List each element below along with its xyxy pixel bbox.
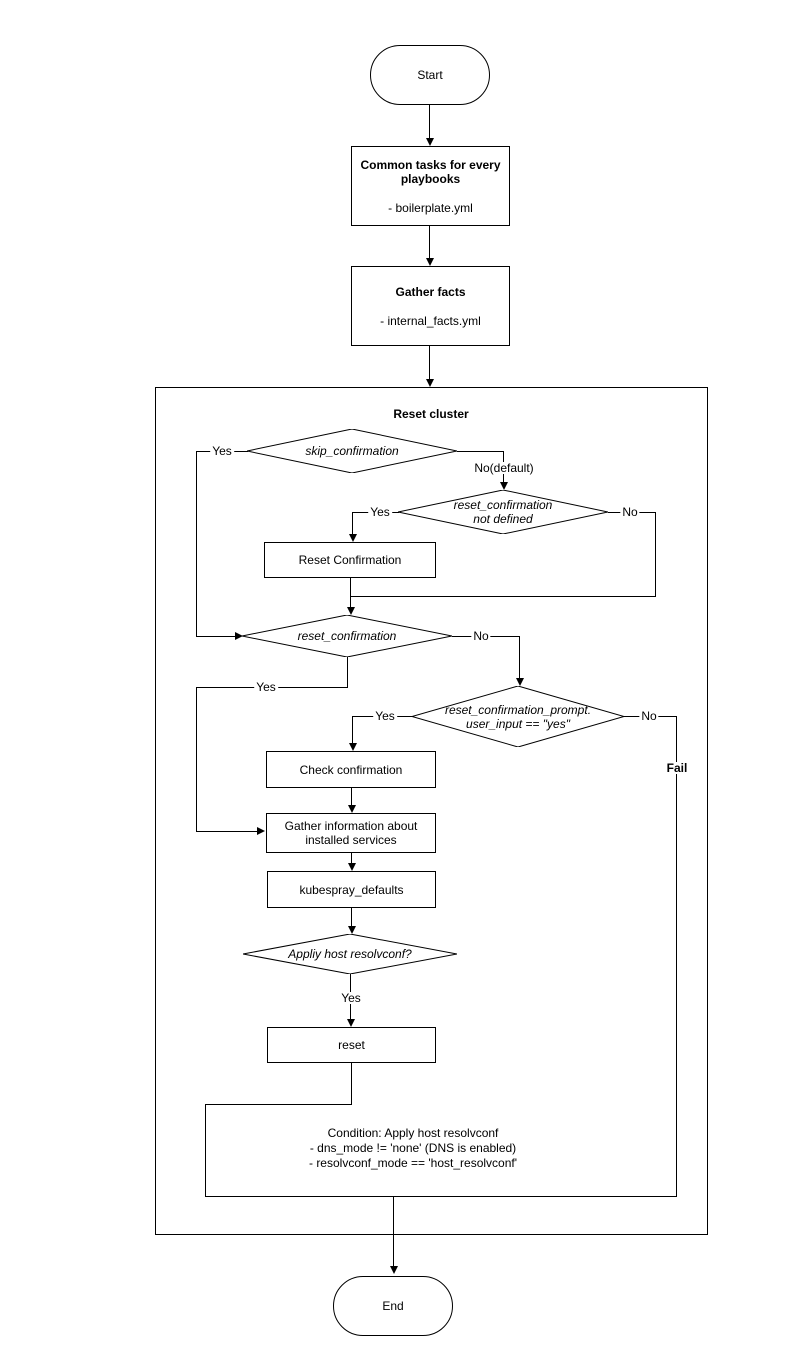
reset-confirmation-diamond-label: reset_confirmation — [297, 629, 397, 643]
connector-gatherinfo-kubespray — [351, 853, 352, 864]
edge-label-notdefined-no: No — [620, 505, 640, 519]
arrowhead-icon — [235, 632, 243, 640]
common-tasks-item: - boilerplate.yml — [388, 200, 473, 215]
gather-info-line2: installed services — [305, 833, 397, 847]
arrowhead-icon — [348, 926, 356, 934]
reset-cluster-group — [155, 387, 708, 1235]
connector-kubespray-apply — [351, 908, 352, 927]
connector-rc-yes — [196, 687, 197, 832]
arrowhead-icon — [426, 138, 434, 146]
gather-facts-title: Gather facts — [395, 284, 466, 299]
connector-prompt-yes — [352, 716, 353, 744]
check-confirmation-node: Check confirmation — [266, 751, 436, 788]
connector-notdefined-no — [350, 596, 656, 597]
arrowhead-icon — [516, 678, 524, 686]
edge-label-prompt-no: No — [639, 709, 659, 723]
apply-resolvconf-diamond — [243, 934, 457, 974]
condition-line2: - dns_mode != 'none' (DNS is enabled) — [309, 1141, 517, 1155]
common-tasks-title: Common tasks for every playbooks — [360, 157, 501, 186]
edge-label-prompt-yes: Yes — [373, 709, 397, 723]
connector-prompt-no-fail — [676, 716, 677, 1197]
kubespray-defaults-node: kubespray_defaults — [267, 871, 436, 908]
gather-facts-item: - internal_facts.yml — [380, 313, 481, 328]
connector-skip-yes — [196, 636, 236, 637]
condition-line1: Condition: Apply host resolvconf — [327, 1126, 499, 1140]
end-label: End — [382, 1299, 404, 1313]
reset-confirmation-box-label: Reset Confirmation — [298, 553, 402, 567]
arrowhead-icon — [348, 805, 356, 813]
arrowhead-icon — [347, 607, 355, 615]
connector-resetconf-down — [350, 578, 351, 608]
prompt-line1: reset_confirmation_prompt. — [444, 702, 592, 717]
connector-bottom-merge — [205, 1196, 677, 1197]
reset-confirmation-not-defined-label: reset_confirmation not defined — [398, 490, 608, 534]
arrowhead-icon — [426, 379, 434, 387]
connector-notdefined-no — [655, 512, 656, 597]
arrowhead-icon — [426, 258, 434, 266]
start-label: Start — [417, 68, 443, 82]
connector-reset-out — [205, 1104, 206, 1197]
connector-reset-out — [205, 1104, 352, 1105]
connector-rc-yes — [347, 657, 348, 688]
reset-confirmation-node: Reset Confirmation — [264, 542, 436, 578]
connector-skip-yes — [196, 451, 197, 637]
reset-cluster-title: Reset cluster — [393, 407, 469, 421]
gather-info-line1: Gather information about — [284, 819, 418, 833]
arrowhead-icon — [390, 1266, 398, 1274]
confirmation-prompt-label: reset_confirmation_prompt. user_input ==… — [412, 686, 624, 747]
prompt-line2: user_input == "yes" — [466, 716, 570, 731]
skip-confirmation-label: skip_confirmation — [305, 444, 399, 458]
arrowhead-icon — [257, 827, 265, 835]
confirmation-prompt-diamond — [412, 686, 624, 747]
reset-label: reset — [338, 1038, 365, 1052]
check-confirmation-label: Check confirmation — [299, 762, 403, 777]
edge-label-apply-yes: Yes — [339, 991, 363, 1005]
connector-start-common — [429, 105, 430, 139]
skip-confirmation-diamond — [247, 429, 457, 473]
connector-check-gatherinfo — [351, 788, 352, 806]
end-node: End — [333, 1276, 453, 1336]
condition-line3: - resolvconf_mode == 'host_resolvconf' — [308, 1156, 518, 1170]
edge-label-rc-no: No — [471, 629, 491, 643]
connector-notdefined-yes — [352, 512, 353, 535]
reset-confirmation-diamond — [242, 615, 452, 657]
connector-gather-container — [429, 346, 430, 380]
edge-label-skip-no-default: No(default) — [472, 461, 536, 475]
gather-facts-node: Gather facts - internal_facts.yml — [351, 266, 510, 346]
not-defined-line2: not defined — [473, 512, 533, 526]
gather-info-node: Gather information about installed servi… — [266, 813, 436, 853]
connector-reset-out — [351, 1063, 352, 1105]
connector-exit-end — [393, 1196, 394, 1266]
arrowhead-icon — [500, 482, 508, 490]
edge-label-fail: Fail — [664, 761, 690, 775]
edge-label-skip-yes: Yes — [210, 444, 234, 458]
reset-node: reset — [267, 1027, 436, 1063]
arrowhead-icon — [347, 1019, 355, 1027]
apply-resolvconf-label: Appliy host resolvconf? — [288, 947, 412, 961]
edge-label-rc-yes: Yes — [254, 680, 278, 694]
start-node: Start — [370, 45, 490, 105]
connector-rc-no — [519, 636, 520, 678]
common-tasks-node: Common tasks for every playbooks - boile… — [351, 146, 510, 226]
condition-note: Condition: Apply host resolvconf - dns_m… — [309, 1126, 517, 1171]
arrowhead-icon — [349, 743, 357, 751]
not-defined-line1: reset_confirmation — [453, 498, 553, 512]
connector-rc-yes — [196, 831, 257, 832]
kubespray-defaults-label: kubespray_defaults — [299, 882, 404, 897]
arrowhead-icon — [348, 863, 356, 871]
edge-label-notdefined-yes: Yes — [368, 505, 392, 519]
connector-common-gather — [429, 226, 430, 259]
connector-skip-no — [457, 451, 504, 452]
arrowhead-icon — [349, 534, 357, 542]
reset-confirmation-not-defined-diamond — [398, 490, 608, 534]
